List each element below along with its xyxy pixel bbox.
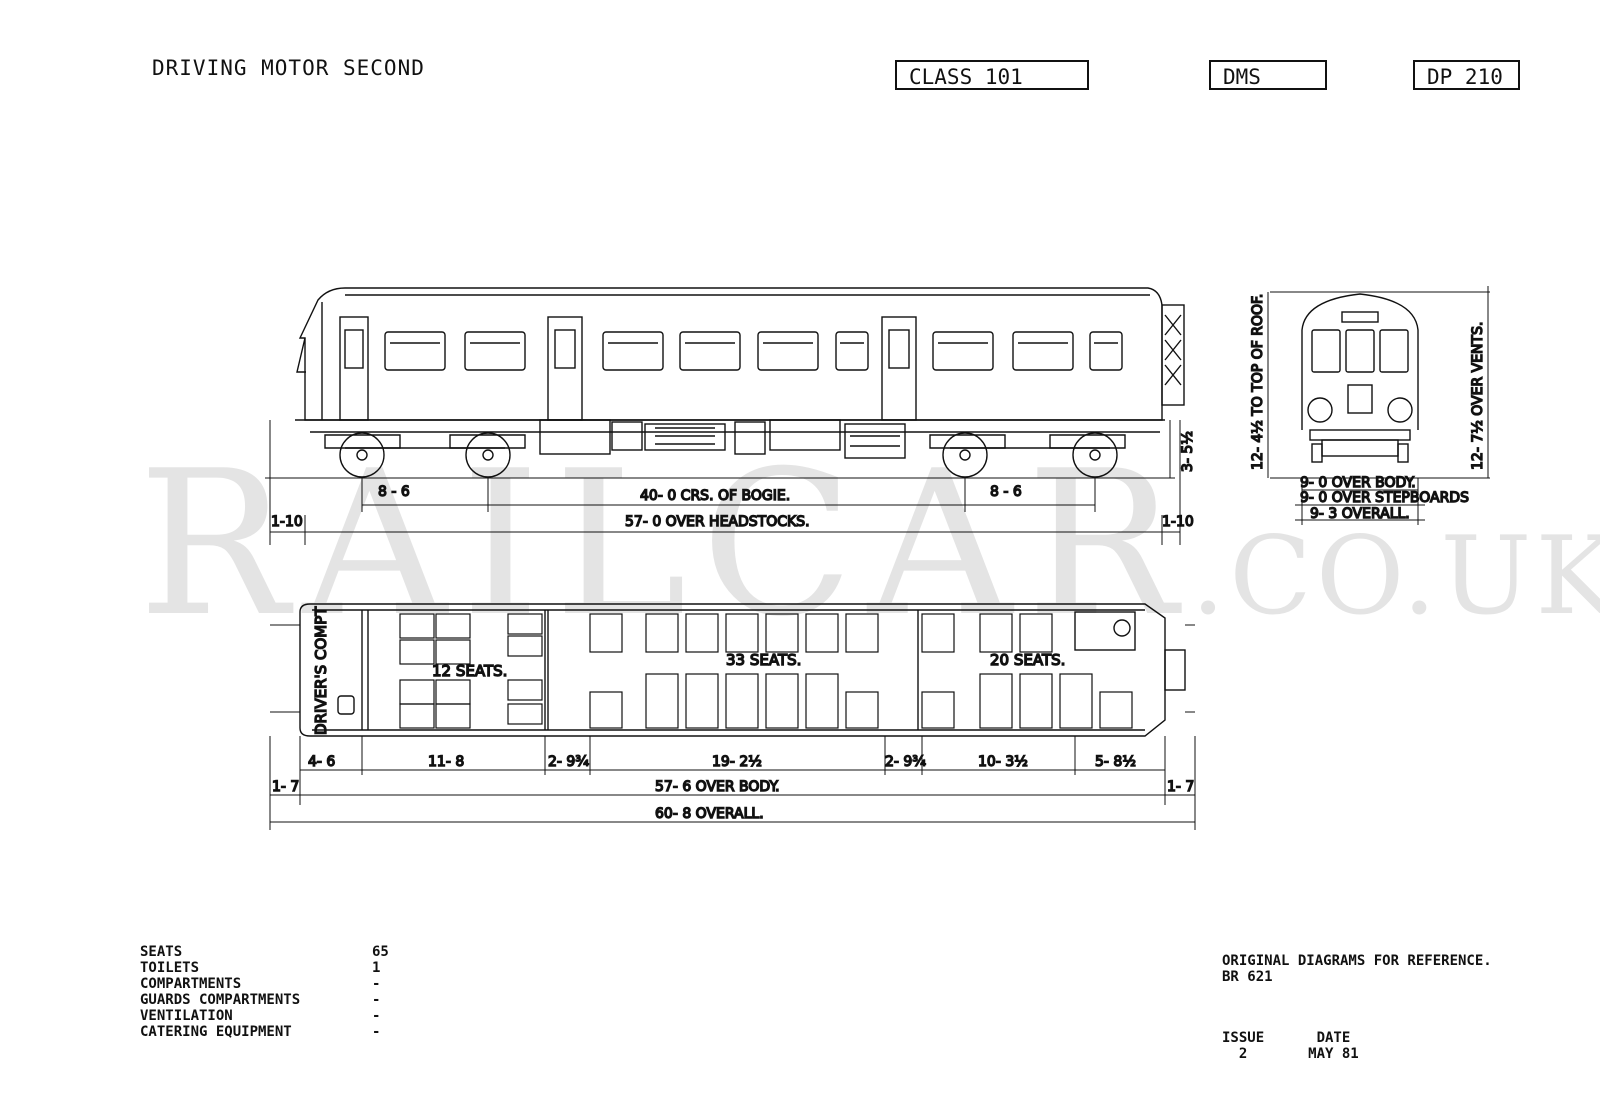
drivers-seat	[337, 695, 355, 715]
stat-row: TOILETS 1	[140, 960, 400, 976]
notes-line-1: ORIGINAL DIAGRAMS FOR REFERENCE.	[1222, 953, 1492, 969]
dim-bogie-wheelbase-left: 8 - 6	[378, 484, 410, 500]
date-label: DATE	[1316, 1030, 1351, 1046]
stat-row: VENTILATION -	[140, 1008, 400, 1024]
dim-end-over-body: 9- 0 OVER BODY.	[1300, 475, 1416, 491]
buffer-right	[1387, 397, 1413, 423]
side-dimensions	[269, 420, 1181, 545]
plan-gangway	[1164, 649, 1186, 691]
route-indicator	[1341, 311, 1379, 323]
stat-value: -	[372, 992, 381, 1008]
code-box: DMS	[1209, 60, 1327, 90]
bellows-hatching	[1164, 314, 1182, 386]
door-window	[554, 329, 576, 369]
stat-value: 1	[372, 960, 381, 976]
dim-end-overall: 9- 3 OVERALL.	[1310, 506, 1410, 522]
issue-label: ISSUE	[1222, 1030, 1265, 1046]
plan-dim-end-left: 1- 7	[272, 779, 299, 795]
toilet	[1074, 611, 1136, 651]
stat-value: -	[372, 976, 381, 992]
end-outline	[1301, 293, 1419, 430]
stat-value: -	[372, 1008, 381, 1024]
dim-headstocks: 57- 0 OVER HEADSTOCKS.	[625, 514, 810, 530]
dim-to-roof: 12- 4½ TO TOP OF ROOF.	[1250, 294, 1266, 470]
saloon-windows	[384, 331, 1123, 371]
wheel-left	[1311, 443, 1323, 463]
stats-table: SEATS 65 TOILETS 1 COMPARTMENTS - GUARDS CO…	[140, 944, 400, 1040]
wheel-right	[1397, 443, 1409, 463]
seats-saloon-33	[589, 613, 879, 729]
buffer-left	[1307, 397, 1333, 423]
plan-dim-7: 5- 8½	[1095, 754, 1136, 770]
end-window	[1311, 329, 1341, 373]
coupling	[1321, 439, 1399, 457]
reference-notes: ORIGINAL DIAGRAMS FOR REFERENCE. BR 621	[1222, 953, 1492, 985]
plan-dim-6: 10- 3½	[978, 754, 1028, 770]
plan-dim-over-body: 57- 6 OVER BODY.	[655, 779, 780, 795]
dim-end-right: 1-10	[1162, 514, 1194, 530]
stat-label: SEATS	[140, 944, 183, 960]
dim-bogie-wheelbase-right: 8 - 6	[990, 484, 1022, 500]
stat-label: VENTILATION	[140, 1008, 233, 1024]
notes-line-2: BR 621	[1222, 969, 1273, 985]
seats-saloon-20	[921, 613, 1133, 729]
drivers-comp-label: DRIVER'S COMPT	[312, 606, 330, 735]
headstock	[1309, 429, 1411, 441]
watermark-sub: .CO.UK	[1190, 514, 1600, 639]
toilet-bowl	[1113, 619, 1131, 637]
end-dimension-lines	[1267, 286, 1490, 525]
plan-dim-4: 19- 2½	[712, 754, 762, 770]
dim-bogie-centres: 40- 0 CRS. OF BOGIE.	[640, 488, 790, 504]
stat-label: CATERING EQUIPMENT	[140, 1024, 292, 1040]
plan-dim-overall: 60- 8 OVERALL.	[655, 806, 764, 822]
cab-window	[296, 337, 306, 373]
label-33-seats: 33 SEATS.	[726, 651, 801, 669]
plan-dim-3: 2- 9¾	[548, 754, 589, 770]
bogie-right	[929, 432, 1126, 478]
gangway-door	[1347, 384, 1373, 414]
end-elevation: 12- 4½ TO TOP OF ROOF. 12- 7½ OVER VENTS…	[1249, 286, 1490, 525]
end-window	[1345, 329, 1375, 373]
plan-outline	[299, 603, 1166, 737]
door-window	[344, 329, 364, 369]
stat-row: COMPARTMENTS -	[140, 976, 400, 992]
stat-value: -	[372, 1024, 381, 1040]
stat-value: 65	[372, 944, 389, 960]
plan-view: DRIVER'S COMPT	[269, 603, 1196, 830]
side-elevation: 8 - 6 8 - 6 40- 0 CRS. OF BOGIE. 57- 0 O…	[265, 287, 1197, 545]
dim-over-vents: 12- 7½ OVER VENTS.	[1470, 322, 1486, 470]
plan-dim-5: 2- 9¾	[885, 754, 926, 770]
stat-row: SEATS 65	[140, 944, 400, 960]
door	[881, 316, 917, 421]
body-outline	[298, 287, 1163, 421]
dim-floor-height: 3- 5½	[1180, 431, 1196, 472]
diagram-title: DRIVING MOTOR SECOND	[152, 56, 425, 80]
plan-dim-2: 11- 8	[428, 754, 464, 770]
underframe-equipment	[539, 419, 906, 459]
door-window	[888, 329, 910, 369]
diagram-number-box: DP 210	[1413, 60, 1520, 90]
seats-compartment-12	[399, 613, 543, 729]
stat-row: CATERING EQUIPMENT -	[140, 1024, 400, 1040]
label-20-seats: 20 SEATS.	[990, 651, 1065, 669]
dim-end-over-stepboards: 9- 0 OVER STEPBOARDS	[1300, 490, 1469, 506]
gangway-bellows	[1161, 304, 1185, 406]
end-window	[1379, 329, 1409, 373]
dim-end-left: 1-10	[271, 514, 303, 530]
door	[339, 316, 369, 421]
stat-row: GUARDS COMPARTMENTS -	[140, 992, 400, 1008]
stat-label: GUARDS COMPARTMENTS	[140, 992, 301, 1008]
issue-value: 2	[1238, 1046, 1248, 1062]
date-value: MAY 81	[1308, 1046, 1359, 1062]
stat-label: TOILETS	[140, 960, 200, 976]
plan-dim-1: 4- 6	[308, 754, 335, 770]
stat-label: COMPARTMENTS	[140, 976, 242, 992]
bogie-left	[324, 432, 526, 478]
plan-dim-end-right: 1- 7	[1167, 779, 1194, 795]
plan-dimension-lines	[269, 736, 1196, 830]
label-12-seats: 12 SEATS.	[432, 662, 507, 680]
class-box: CLASS 101	[895, 60, 1089, 90]
